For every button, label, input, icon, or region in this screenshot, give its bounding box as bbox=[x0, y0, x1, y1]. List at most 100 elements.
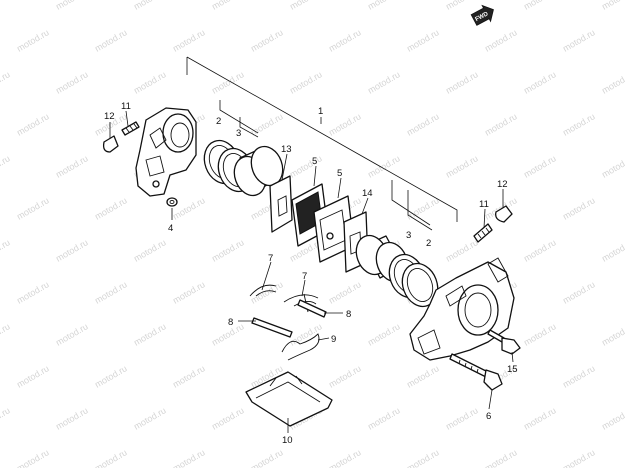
watermark-text: motod.ru bbox=[327, 363, 363, 389]
watermark-text: motod.ru bbox=[405, 363, 441, 389]
watermark-text: motod.ru bbox=[288, 69, 324, 95]
watermark-text: motod.ru bbox=[93, 279, 129, 305]
watermark-text: motod.ru bbox=[600, 0, 625, 12]
watermark-text: motod.ru bbox=[327, 111, 363, 137]
watermark-text: motod.ru bbox=[210, 405, 246, 431]
watermark-text: motod.ru bbox=[210, 237, 246, 263]
watermark-text: motod.ru bbox=[171, 27, 207, 53]
watermark-text: motod.ru bbox=[600, 405, 625, 431]
watermark-text: motod.ru bbox=[288, 153, 324, 179]
watermark-text: motod.ru bbox=[171, 279, 207, 305]
watermark-text: motod.ru bbox=[132, 237, 168, 263]
watermark-text: motod.ru bbox=[522, 0, 558, 12]
pad-spring-7a bbox=[249, 284, 277, 297]
watermark-text: motod.ru bbox=[0, 0, 12, 12]
watermark-text: motod.ru bbox=[600, 237, 625, 263]
watermark-text: motod.ru bbox=[210, 0, 246, 12]
watermark-text: motod.ru bbox=[366, 321, 402, 347]
watermark-text: motod.ru bbox=[327, 27, 363, 53]
callout-8-right: 8 bbox=[346, 309, 351, 320]
watermark-text: motod.ru bbox=[54, 0, 90, 12]
callout-1: 1 bbox=[318, 106, 323, 117]
watermark-text: motod.ru bbox=[444, 69, 480, 95]
callout-15: 15 bbox=[507, 364, 518, 375]
watermark-text: motod.ru bbox=[93, 363, 129, 389]
callout-3-left: 3 bbox=[236, 128, 241, 139]
callout-6: 6 bbox=[486, 411, 491, 422]
watermark-text: motod.ru bbox=[561, 447, 597, 468]
bleeder-screw-left bbox=[121, 121, 140, 136]
pin-clip-9 bbox=[281, 333, 320, 361]
pad-pin-8b bbox=[297, 299, 327, 318]
callout-14: 14 bbox=[362, 188, 373, 199]
watermark-text: motod.ru bbox=[522, 405, 558, 431]
watermark-text: motod.ru bbox=[93, 447, 129, 468]
callout-12-right: 12 bbox=[497, 179, 508, 190]
callout-2-left: 2 bbox=[216, 116, 221, 127]
bleeder-screw-right bbox=[473, 223, 493, 243]
watermark-text: motod.ru bbox=[522, 153, 558, 179]
watermark-text: motod.ru bbox=[483, 111, 519, 137]
watermark-text: motod.ru bbox=[15, 111, 51, 137]
watermark-text: motod.ru bbox=[405, 447, 441, 468]
callout-7-right: 7 bbox=[302, 271, 307, 282]
watermark-text: motod.ru bbox=[249, 27, 285, 53]
watermark-text: motod.ru bbox=[15, 363, 51, 389]
watermark-text: motod.ru bbox=[522, 69, 558, 95]
bleeder-cap-right bbox=[495, 205, 513, 223]
watermark-text: motod.ru bbox=[561, 27, 597, 53]
callout-7-left: 7 bbox=[268, 253, 273, 264]
watermark-text: motod.ru bbox=[483, 27, 519, 53]
watermark-text: motod.ru bbox=[0, 405, 12, 431]
watermark-text: motod.ru bbox=[132, 405, 168, 431]
callout-11-left: 11 bbox=[121, 101, 131, 112]
callout-10: 10 bbox=[282, 435, 293, 446]
washer-4 bbox=[166, 197, 178, 207]
watermark-text: motod.ru bbox=[0, 321, 12, 347]
pad-cover-10 bbox=[245, 371, 333, 427]
piston-seal-right bbox=[401, 262, 439, 308]
watermark-text: motod.ru bbox=[366, 405, 402, 431]
watermark-text: motod.ru bbox=[405, 195, 441, 221]
bleeder-cap-left bbox=[102, 135, 119, 153]
callout-8-left: 8 bbox=[228, 317, 233, 328]
callout-5-lower: 5 bbox=[337, 168, 342, 179]
watermark-text: motod.ru bbox=[561, 195, 597, 221]
caliper-body-right bbox=[409, 257, 515, 361]
watermark-text: motod.ru bbox=[249, 279, 285, 305]
callout-13: 13 bbox=[281, 144, 292, 155]
watermark-text: motod.ru bbox=[600, 321, 625, 347]
watermark-text: motod.ru bbox=[405, 27, 441, 53]
watermark-text: motod.ru bbox=[327, 279, 363, 305]
callout-11-right: 11 bbox=[479, 199, 489, 210]
pad-shim-13 bbox=[269, 175, 293, 233]
watermark-text: motod.ru bbox=[600, 153, 625, 179]
watermark-text: motod.ru bbox=[0, 237, 12, 263]
callout-4: 4 bbox=[168, 223, 173, 234]
watermark-text: motod.ru bbox=[15, 279, 51, 305]
callout-9: 9 bbox=[331, 334, 336, 345]
callout-3-right: 3 bbox=[406, 230, 411, 241]
watermark-text: motod.ru bbox=[171, 363, 207, 389]
watermark-text: motod.ru bbox=[93, 27, 129, 53]
watermark-text: motod.ru bbox=[249, 447, 285, 468]
watermark-text: motod.ru bbox=[15, 27, 51, 53]
pad-pin-8a bbox=[251, 317, 293, 338]
watermark-text: motod.ru bbox=[54, 237, 90, 263]
watermark-text: motod.ru bbox=[54, 405, 90, 431]
watermark-text: motod.ru bbox=[444, 153, 480, 179]
mounting-bolt-15 bbox=[487, 329, 521, 355]
watermark-text: motod.ru bbox=[171, 447, 207, 468]
assembly-bracket bbox=[186, 56, 458, 231]
watermark-text: motod.ru bbox=[561, 279, 597, 305]
leader-lines bbox=[109, 110, 514, 433]
watermark-text: motod.ru bbox=[54, 153, 90, 179]
watermark-text: motod.ru bbox=[366, 0, 402, 12]
watermark-text: motod.ru bbox=[444, 237, 480, 263]
callout-labels: 1 2 3 13 5 5 14 3 2 12 11 4 12 11 7 7 8 … bbox=[104, 101, 518, 446]
mounting-bolt-6 bbox=[449, 353, 503, 391]
watermark-text: motod.ru bbox=[93, 195, 129, 221]
watermark-text: motod.ru bbox=[249, 111, 285, 137]
